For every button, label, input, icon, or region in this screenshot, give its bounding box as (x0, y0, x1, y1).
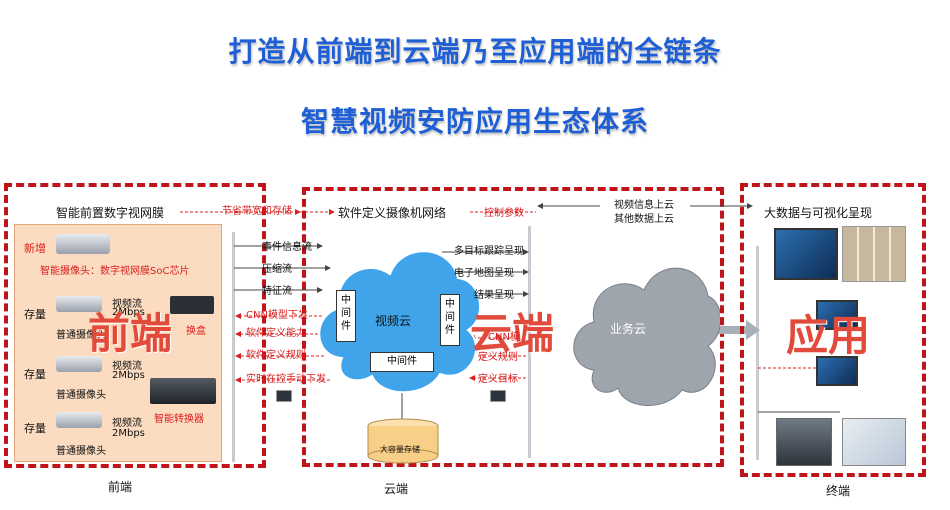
bus-line-left (232, 232, 235, 462)
page-subtitle: 智慧视频安防应用生态体系 (300, 105, 649, 138)
stock-label-2: 存量 (24, 368, 46, 381)
flow-def-target: 定义目标 (478, 374, 518, 385)
camera-thumb-right (490, 390, 506, 402)
car-image (776, 418, 832, 466)
business-cloud-label: 业务云 (610, 322, 647, 336)
flow-control-params: 控制参数 (484, 208, 524, 219)
middleware-left: 中间件 (336, 290, 356, 342)
converter-device-icon (150, 378, 216, 404)
flow-e-fence: 电子地图呈现 (454, 268, 514, 279)
middleware-bottom: 中间件 (370, 352, 434, 372)
flow-soft-def-capability: 软件定义能力 (246, 328, 306, 339)
app-big-label: 应用 (786, 311, 871, 360)
flow-compressed-stream: 压缩流 (262, 264, 292, 275)
normal-cam-label-3: 普通摄像头 (56, 446, 106, 457)
monitor-grid-image (842, 226, 906, 282)
app-panel (740, 183, 926, 477)
monitor-top-icon (816, 300, 858, 330)
monitor-bottom-icon (816, 356, 858, 386)
camera-icon-3 (56, 412, 102, 428)
flow-def-rule: 定义规则 (478, 352, 518, 363)
app-header: 大数据与可视化呈现 (764, 206, 873, 220)
middleware-right: 中间件 (440, 294, 460, 346)
video-wall-image (774, 228, 838, 280)
video-stream-2: 视频流 (112, 361, 142, 372)
smart-cam-caption: 智能摄像头：数字视网膜SoC芯片 (40, 266, 190, 277)
video-cloud-label: 视频云 (375, 314, 412, 328)
bus-line-right (528, 226, 531, 458)
normal-cam-label-2: 普通摄像头 (56, 390, 106, 401)
camera-thumb-left (276, 390, 292, 402)
flow-video-info-up: 视频信息上云 (614, 200, 674, 211)
new-label: 新增 (24, 242, 46, 255)
storage-cylinder-icon (367, 418, 439, 464)
smart-camera-icon (56, 234, 110, 254)
normal-cam-label-1: 普通摄像头 (56, 330, 106, 341)
flow-soft-def-rule: 软件定义规则 (246, 350, 306, 361)
front-panel (4, 183, 266, 468)
flow-event-info: 事件信息流 (262, 242, 312, 253)
front-header: 智能前置数字视网膜 (56, 206, 165, 220)
rate-1: 2Mbps (112, 307, 145, 318)
rate-3: 2Mbps (112, 428, 145, 439)
flow-save-bandwidth: 节省带宽和存储 (222, 206, 292, 217)
cloud-header: 软件定义摄像机网络 (338, 206, 447, 220)
flow-result-show: 结果呈现 (474, 290, 514, 301)
flow-feature-stream: 特征流 (262, 286, 292, 297)
video-stream-3: 视频流 (112, 418, 142, 429)
front-inner-bg (14, 224, 222, 462)
rate-2: 2Mbps (112, 370, 145, 381)
cloud-big-label: 云端 (470, 309, 555, 358)
app-footer: 终端 (826, 484, 851, 498)
stock-label-3: 存量 (24, 422, 46, 435)
map-image (842, 418, 906, 466)
flow-cnn-model: CNN模型下发 (246, 310, 308, 321)
cloud-footer: 云端 (384, 482, 409, 496)
camera-icon-2 (56, 356, 102, 372)
stock-label-1: 存量 (24, 308, 46, 321)
business-cloud-shape (573, 267, 720, 406)
page-title: 打造从前端到云端乃至应用端的全链条 (228, 35, 722, 68)
front-footer: 前端 (108, 480, 133, 494)
box-label: 换盒 (186, 326, 206, 337)
front-big-label: 前端 (88, 309, 173, 358)
storage-label: 大容量存储 (380, 445, 420, 454)
converter-label: 智能转换器 (154, 414, 204, 425)
box-device-icon (170, 296, 214, 314)
video-stream-1: 视频流 (112, 299, 142, 310)
flow-ctrl-down: 实时在控手动下发 (246, 374, 326, 385)
camera-icon-1 (56, 296, 102, 312)
flow-multi-target: 多目标跟踪呈现 (454, 246, 524, 257)
flow-cnn-short: CNN模 (488, 332, 520, 343)
bus-line-app (756, 246, 759, 460)
flow-other-data-up: 其他数据上云 (614, 214, 674, 225)
